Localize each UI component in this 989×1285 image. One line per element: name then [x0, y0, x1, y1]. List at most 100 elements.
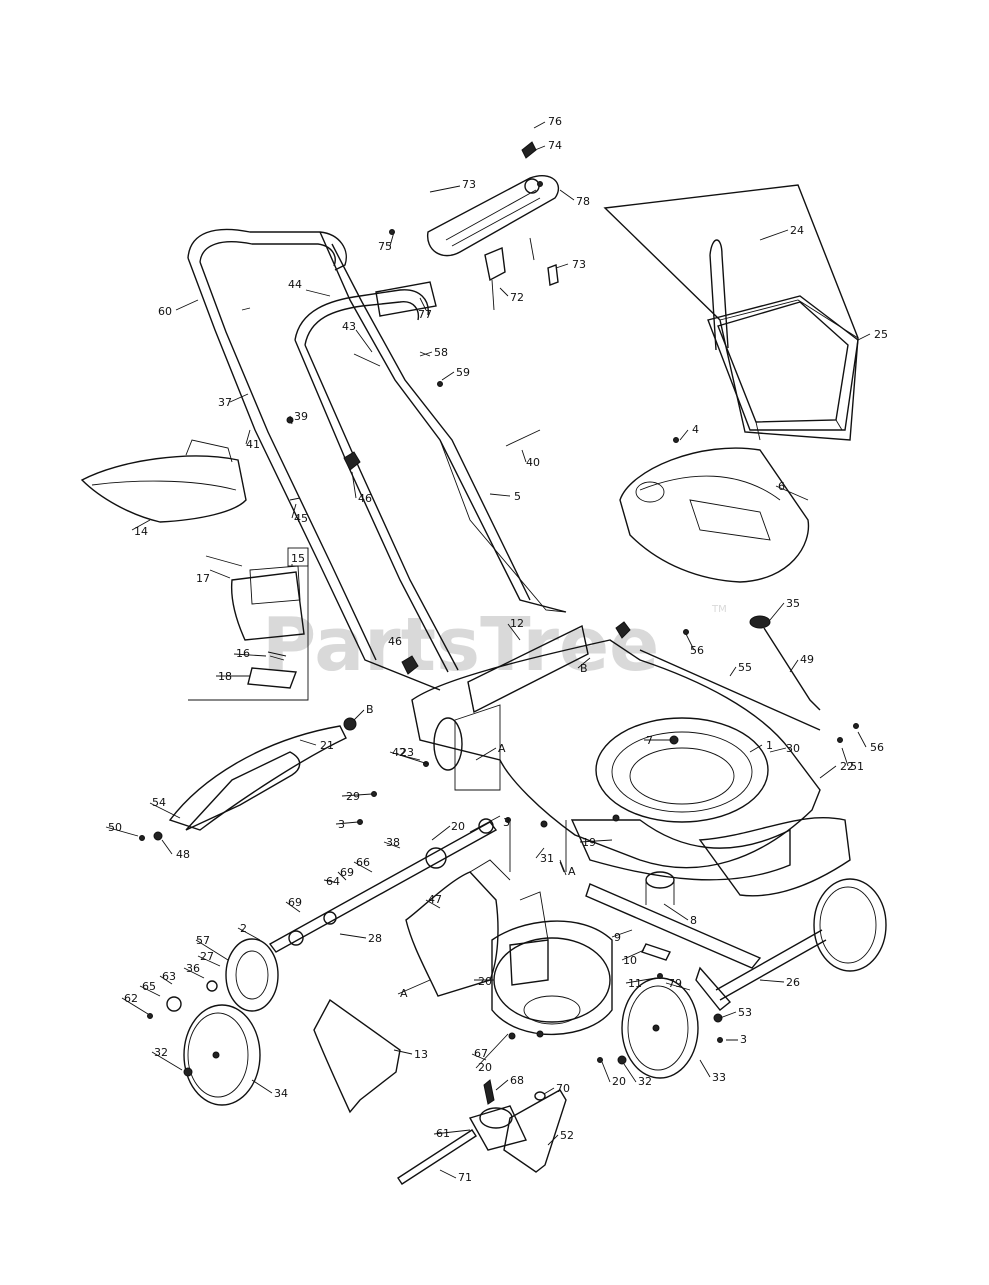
callout-27: 27 — [200, 950, 214, 963]
callout-49: 49 — [800, 653, 814, 666]
callout-73: 73 — [462, 178, 476, 191]
callout-21: 21 — [320, 739, 334, 752]
callout-3b: 3 — [503, 816, 510, 829]
callout-20c: 20 — [478, 1061, 492, 1074]
callout-79: 79 — [668, 977, 682, 990]
callout-29: 29 — [346, 790, 360, 803]
callout-3: 3 — [338, 818, 345, 831]
grass-bag-part — [603, 184, 859, 441]
callout-78: 78 — [576, 195, 590, 208]
callout-14: 14 — [134, 525, 148, 538]
callout-46: 46 — [358, 492, 372, 505]
callout-35: 35 — [786, 597, 800, 610]
callout-4: 4 — [692, 423, 699, 436]
callout-46b: 46 — [388, 635, 402, 648]
watermark-trademark: TM — [711, 604, 727, 615]
callout-28: 28 — [368, 932, 382, 945]
callout-72: 72 — [510, 291, 524, 304]
callout-53: 53 — [738, 1006, 752, 1019]
callout-63: 63 — [162, 970, 176, 983]
callout-40: 40 — [526, 456, 540, 469]
callout-68: 68 — [510, 1074, 524, 1087]
mower-deck-part — [411, 639, 851, 897]
left-wheel-part — [166, 938, 279, 1106]
callout-30: 30 — [786, 742, 800, 755]
callout-73b: 73 — [572, 258, 586, 271]
callout-12: 12 — [510, 617, 524, 630]
callout-59: 59 — [456, 366, 470, 379]
callout-58: 58 — [434, 346, 448, 359]
callout-56: 56 — [690, 644, 704, 657]
callout-31: 31 — [540, 852, 554, 865]
section-label-a2: A — [498, 742, 506, 755]
callout-9: 9 — [614, 931, 621, 944]
callout-34: 34 — [274, 1087, 288, 1100]
callout-39: 39 — [294, 410, 308, 423]
callout-48: 48 — [176, 848, 190, 861]
callout-69: 69 — [340, 866, 354, 879]
discharge-chute-part — [80, 439, 247, 523]
callout-75: 75 — [378, 240, 392, 253]
control-box-part — [375, 141, 560, 317]
callout-51: 51 — [850, 760, 864, 773]
callout-65: 65 — [142, 980, 156, 993]
callout-76: 76 — [548, 115, 562, 128]
callout-10: 10 — [623, 954, 637, 967]
rear-baffle-part — [467, 624, 589, 714]
callout-36: 36 — [186, 962, 200, 975]
callout-45: 45 — [294, 512, 308, 525]
callout-32b: 32 — [638, 1075, 652, 1088]
callout-52: 52 — [560, 1129, 574, 1142]
callout-37: 37 — [218, 396, 232, 409]
gearbox-part — [397, 1079, 567, 1185]
callout-50: 50 — [108, 821, 122, 834]
callout-8: 8 — [690, 914, 697, 927]
callout-44: 44 — [288, 278, 302, 291]
callout-11: 11 — [628, 977, 642, 990]
callout-43: 43 — [342, 320, 356, 333]
callout-47: 47 — [428, 893, 442, 906]
callout-20b: 20 — [478, 975, 492, 988]
callout-66: 66 — [356, 856, 370, 869]
callout-1: 1 — [766, 739, 773, 752]
callout-25: 25 — [874, 328, 888, 341]
callout-7: 7 — [646, 734, 653, 747]
callout-17: 17 — [196, 572, 210, 585]
callout-22: 22 — [840, 760, 854, 773]
callout-41: 41 — [246, 438, 260, 451]
rear-axle-cover-part — [168, 717, 357, 831]
callout-74: 74 — [548, 139, 562, 152]
callout-70: 70 — [556, 1082, 570, 1095]
callout-60: 60 — [158, 305, 172, 318]
callout-20d: 20 — [612, 1075, 626, 1088]
callout-38: 38 — [386, 836, 400, 849]
blade-part — [585, 871, 762, 969]
callout-6: 6 — [778, 480, 785, 493]
handle-part — [187, 228, 567, 691]
callout-19: 19 — [582, 836, 596, 849]
callout-18: 18 — [218, 670, 232, 683]
section-label-b2: B — [580, 662, 588, 675]
callout-3c: 3 — [740, 1033, 747, 1046]
callout-55: 55 — [738, 661, 752, 674]
callout-61: 61 — [436, 1127, 450, 1140]
inset-box-label: 15 — [291, 552, 305, 565]
drive-assembly-part — [268, 717, 498, 953]
callout-69b: 69 — [288, 896, 302, 909]
callout-13: 13 — [414, 1048, 428, 1061]
callout-5: 5 — [514, 490, 521, 503]
callout-77: 77 — [418, 308, 432, 321]
rear-flap-part — [313, 998, 401, 1114]
section-label-b1: B — [366, 703, 374, 716]
callout-57: 57 — [196, 934, 210, 947]
callout-42: 42 — [392, 746, 406, 759]
callout-56b: 56 — [870, 741, 884, 754]
callout-24: 24 — [790, 224, 804, 237]
motor-mount-part — [491, 891, 613, 1036]
callout-33: 33 — [712, 1071, 726, 1084]
mulch-baffle-part — [405, 859, 511, 997]
inset-box — [188, 547, 309, 701]
callout-2: 2 — [240, 922, 247, 935]
